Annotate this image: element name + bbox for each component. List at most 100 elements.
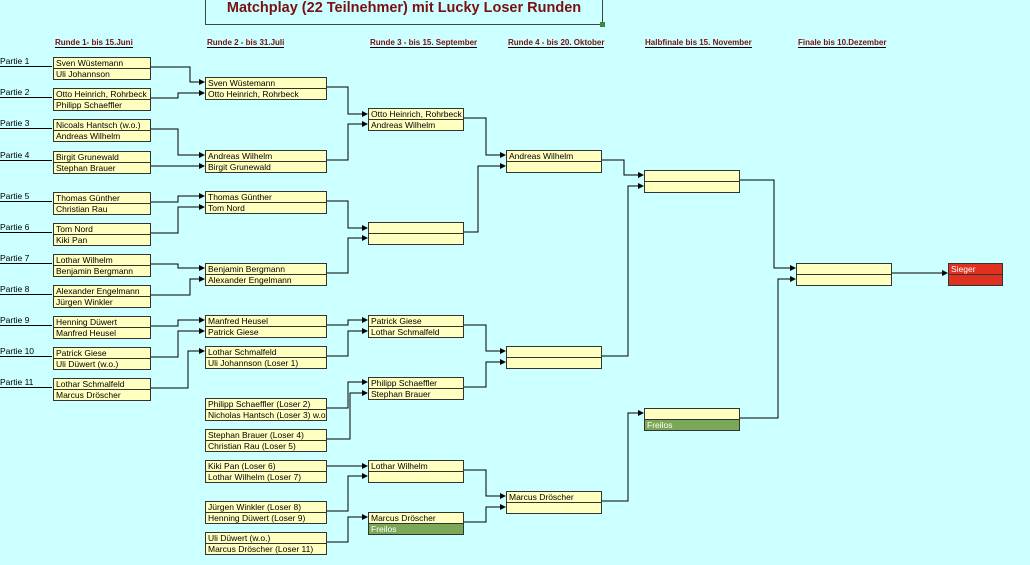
player-slot: Stephan Brauer — [371, 389, 431, 399]
round-header-1: Runde 1- bis 15.Juni — [55, 38, 133, 48]
partie-label: Partie 1 — [0, 56, 53, 67]
match-round2: Uli Düwert (w.o.)Marcus Dröscher (Loser … — [205, 532, 327, 555]
player-slot: Marcus Dröscher — [56, 390, 121, 400]
connector — [151, 193, 205, 203]
winner-box: Sieger — [948, 263, 1003, 286]
player-slot — [645, 409, 739, 420]
player-slot: Otto Heinrich, Rohrbeck — [208, 89, 299, 99]
player-slot: Benjamin Bergmann — [56, 266, 134, 276]
connector — [464, 117, 506, 158]
connector — [151, 328, 205, 358]
match-final — [796, 263, 892, 286]
match-round2: Stephan Brauer (Loser 4)Christian Rau (L… — [205, 429, 327, 452]
connector — [151, 204, 205, 234]
player-slot: Lothar Schmalfeld — [54, 379, 150, 390]
connector — [151, 276, 205, 296]
connector — [327, 514, 368, 543]
player-slot: Otto Heinrich, Rohrbeck — [54, 89, 150, 100]
match-round4: Andreas Wilhelm — [506, 150, 602, 173]
connector — [327, 328, 368, 357]
player-slot: Tom Nord — [54, 224, 150, 235]
round-header-final: Finale bis 10.Dezember — [798, 38, 887, 48]
connector — [464, 163, 506, 233]
partie-label: Partie 8 — [0, 284, 53, 295]
player-slot: Nicoals Hantsch (w.o.) — [54, 120, 150, 131]
player-slot: Patrick Giese — [54, 348, 150, 359]
player-slot: Christian Rau — [56, 204, 108, 214]
player-slot: Lothar Schmalfeld — [371, 327, 440, 337]
connector — [602, 159, 644, 178]
match-round1: Nicoals Hantsch (w.o.)Andreas Wilhelm — [53, 119, 151, 142]
player-slot: Birgit Grunewald — [54, 152, 150, 163]
player-slot: Christian Rau (Loser 5) — [208, 441, 296, 451]
connector — [151, 317, 205, 327]
partie-label: Partie 2 — [0, 87, 53, 98]
connector — [151, 90, 205, 99]
connector — [602, 183, 644, 357]
partie-label: Partie 3 — [0, 118, 53, 129]
freilos-slot: Freilos — [645, 420, 739, 430]
player-slot: Marcus Dröscher (Loser 11) — [208, 544, 314, 554]
match-round2: Philipp Schaeffler (Loser 2)Nicholas Han… — [205, 398, 327, 421]
player-slot: Alexander Engelmann — [208, 275, 292, 285]
connector — [327, 200, 368, 231]
player-slot: Birgit Grunewald — [208, 162, 271, 172]
player-slot — [507, 347, 601, 358]
connector — [464, 324, 506, 354]
player-slot: Marcus Dröscher — [369, 513, 463, 524]
player-slot: Uli Johannson — [56, 69, 110, 79]
round-header-3: Runde 3 - bis 15. September — [370, 38, 478, 48]
player-slot: Alexander Engelmann — [54, 286, 150, 297]
player-slot: Lothar Wilhelm — [369, 461, 463, 472]
connector — [740, 276, 796, 419]
connector — [327, 379, 368, 409]
player-slot: Patrick Giese — [208, 327, 259, 337]
player-slot: Andreas Wilhelm — [56, 131, 121, 141]
player-slot: Lothar Schmalfeld — [206, 347, 326, 358]
match-round4: Marcus Dröscher — [506, 491, 602, 514]
round-header-4: Runde 4 - bis 20. Oktober — [508, 38, 605, 48]
player-slot: Nicholas Hantsch (Loser 3) w.o. — [208, 410, 326, 420]
player-slot: Andreas Wilhelm — [206, 151, 326, 162]
player-slot: Philipp Schaeffler — [369, 378, 463, 389]
player-slot: Henning Düwert — [54, 317, 150, 328]
player-slot — [797, 264, 891, 275]
player-slot: Jürgen Winkler — [56, 297, 113, 307]
player-slot: Stephan Brauer — [56, 163, 116, 173]
player-slot: Jürgen Winkler (Loser 8) — [206, 502, 326, 513]
player-slot — [645, 171, 739, 182]
connector — [327, 121, 368, 161]
player-slot: Tom Nord — [208, 203, 245, 213]
partie-label: Partie 10 — [0, 346, 53, 357]
match-round3: Lothar Wilhelm — [368, 460, 464, 483]
partie-label: Partie 7 — [0, 253, 53, 264]
partie-label: Partie 6 — [0, 222, 53, 233]
connector — [151, 348, 205, 389]
match-semifinal: Freilos — [644, 408, 740, 431]
connector — [464, 469, 506, 499]
match-round2: Kiki Pan (Loser 6)Lothar Wilhelm (Loser … — [205, 460, 327, 483]
player-slot: Uli Düwert (w.o.) — [56, 359, 119, 369]
player-slot: Manfred Heusel — [56, 328, 117, 338]
connector — [327, 390, 368, 440]
player-slot: Thomas Günther — [206, 192, 326, 203]
player-slot: Kiki Pan (Loser 6) — [206, 461, 326, 472]
connector — [602, 410, 644, 502]
player-slot: Manfred Heusel — [206, 316, 326, 327]
connector — [151, 128, 205, 158]
partie-label: Partie 4 — [0, 150, 53, 161]
player-slot: Lothar Wilhelm — [54, 255, 150, 266]
connector — [740, 179, 796, 271]
round-header-2: Runde 2 - bis 31.Juli — [207, 38, 285, 48]
